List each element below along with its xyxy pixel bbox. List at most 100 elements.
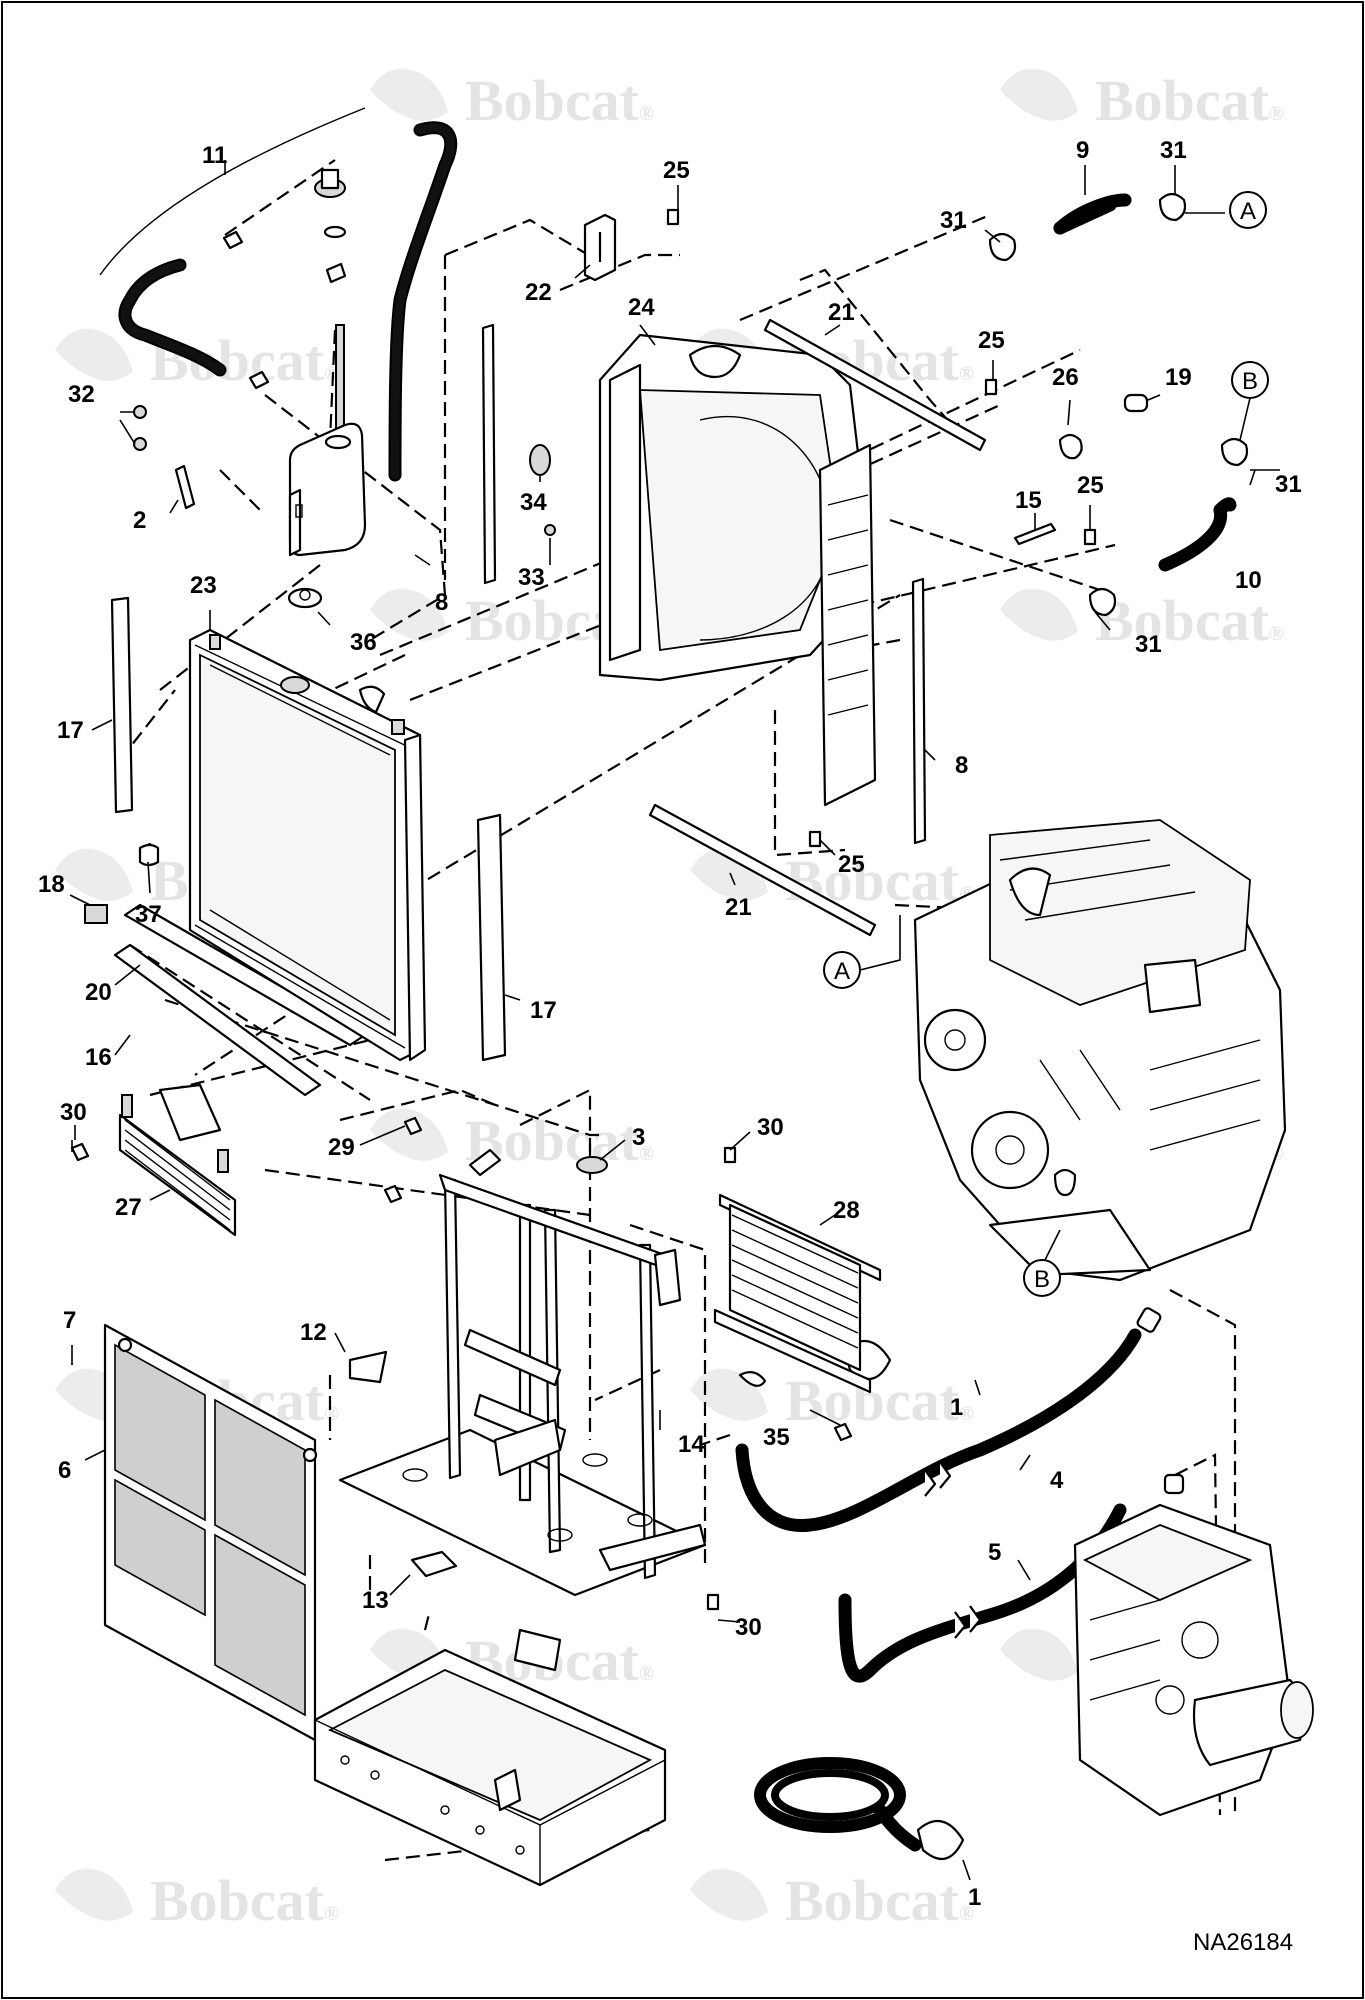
watermark-registered-mark: ® [1269, 623, 1284, 645]
hose-clamp [1088, 587, 1117, 617]
drawing-number: NA26184 [1193, 1929, 1293, 1956]
watermark-text: Bobcat® [1095, 588, 1284, 653]
oil-cooler [118, 1083, 237, 1237]
mounting-bracket [583, 213, 617, 282]
tank-clip [325, 262, 347, 284]
callout-28: 28 [833, 1197, 860, 1224]
seal-strip-21 [648, 803, 877, 937]
watermark-registered-mark: ® [639, 1143, 654, 1165]
callout-27: 27 [115, 1194, 142, 1221]
engine-crank-pulley [970, 1110, 1050, 1190]
drain-valve [138, 843, 160, 867]
callout-37: 37 [135, 901, 162, 928]
pan-bracket [493, 1768, 522, 1812]
frame-gusset [493, 1418, 562, 1477]
hose-fitting [1136, 1307, 1162, 1333]
callout-7: 7 [63, 1307, 76, 1334]
tank-washer [323, 225, 347, 239]
seal-strip-17 [110, 596, 134, 814]
watermark: Bobcat® [1000, 588, 1284, 653]
nut [544, 524, 556, 536]
bolt [808, 830, 822, 848]
bolt [1083, 528, 1097, 546]
hose-clamp [222, 230, 244, 250]
ref-label-b: B [1242, 368, 1258, 395]
engine-module [1143, 958, 1202, 1014]
hose-clamp [738, 1370, 767, 1387]
callout-32: 32 [68, 381, 95, 408]
callout-2: 2 [133, 507, 146, 534]
callout-25: 25 [838, 851, 865, 878]
seal-strip-8 [481, 323, 497, 585]
watermark: Bobcat® [370, 1108, 654, 1173]
nut [133, 405, 147, 419]
bolt [403, 1116, 423, 1136]
radiator-filler-cap [280, 676, 310, 694]
callout-26: 26 [1052, 364, 1079, 391]
callout-15: 15 [1015, 487, 1042, 514]
watermark-registered-mark: ® [959, 363, 974, 385]
callout-19: 19 [1165, 364, 1192, 391]
watermark-text: Bobcat® [785, 1368, 974, 1433]
leader-lines [69, 160, 1280, 1881]
grommet-star [348, 1350, 388, 1384]
hose-break-mark [954, 1605, 982, 1639]
callout-11: 11 [202, 142, 227, 169]
ref-label-a: A [1240, 198, 1256, 225]
hose-break-mark [924, 1461, 952, 1497]
tank-cap-top [320, 168, 340, 190]
callout-1: 1 [968, 1884, 981, 1911]
callout-22: 22 [525, 279, 552, 306]
callout-8: 8 [435, 589, 448, 616]
hardware [70, 192, 1249, 1861]
cooler-fitting [121, 1094, 133, 1118]
radiator-inlet-neck [358, 685, 386, 714]
engine-port [1053, 1168, 1077, 1197]
bolt [706, 1593, 720, 1611]
engine-pulley [923, 1008, 987, 1072]
callout-25: 25 [978, 327, 1005, 354]
cooler-mount-frame [338, 1148, 707, 1597]
frame-tab [653, 1248, 682, 1307]
callout-21: 21 [725, 894, 752, 921]
callout-36: 36 [350, 629, 377, 656]
watermark-registered-mark: ® [959, 1903, 974, 1925]
watermark: Bobcat® [1000, 68, 1284, 133]
lower-radiator-hose [1158, 503, 1228, 572]
hose-clamp [1058, 433, 1083, 460]
hose-clamp [248, 370, 270, 390]
watermark-text: Bobcat® [150, 328, 339, 393]
bracket-brace [99, 107, 366, 276]
callout-24: 24 [628, 294, 655, 321]
radiator-cap [287, 587, 323, 609]
radiator [138, 587, 427, 1062]
tank-neck [324, 434, 352, 450]
callout-8: 8 [955, 752, 968, 779]
watermark: Bobcat® [55, 1868, 339, 1933]
overflow-tank [288, 422, 367, 557]
cooler-fitting [217, 1149, 229, 1173]
grommet [529, 444, 551, 476]
watermark: Bobcat® [690, 1368, 974, 1433]
tank-mount-bracket [288, 488, 302, 557]
pickup-tube [335, 324, 345, 436]
hose-fitting [1163, 1473, 1185, 1495]
fitting [1123, 393, 1149, 413]
radiator-bolt [391, 719, 405, 735]
callout-14: 14 [678, 1431, 705, 1458]
callout-5: 5 [988, 1539, 1001, 1566]
pan-bracket [513, 1628, 562, 1672]
ref-label-b: B [1034, 1266, 1050, 1293]
callout-16: 16 [85, 1044, 112, 1071]
hydrostatic-pump [1073, 1503, 1314, 1817]
grommet [576, 1156, 608, 1174]
seal-strip-8 [911, 577, 927, 845]
radiator-side-tank [403, 733, 427, 1062]
hose-clamp [1220, 437, 1249, 467]
seal-strip-16 [113, 943, 322, 1097]
callout-35: 35 [763, 1424, 790, 1451]
thermostat-housing [1008, 867, 1052, 917]
ref-circle-b [1023, 1259, 1061, 1297]
watermark-registered-mark: ® [324, 1903, 339, 1925]
